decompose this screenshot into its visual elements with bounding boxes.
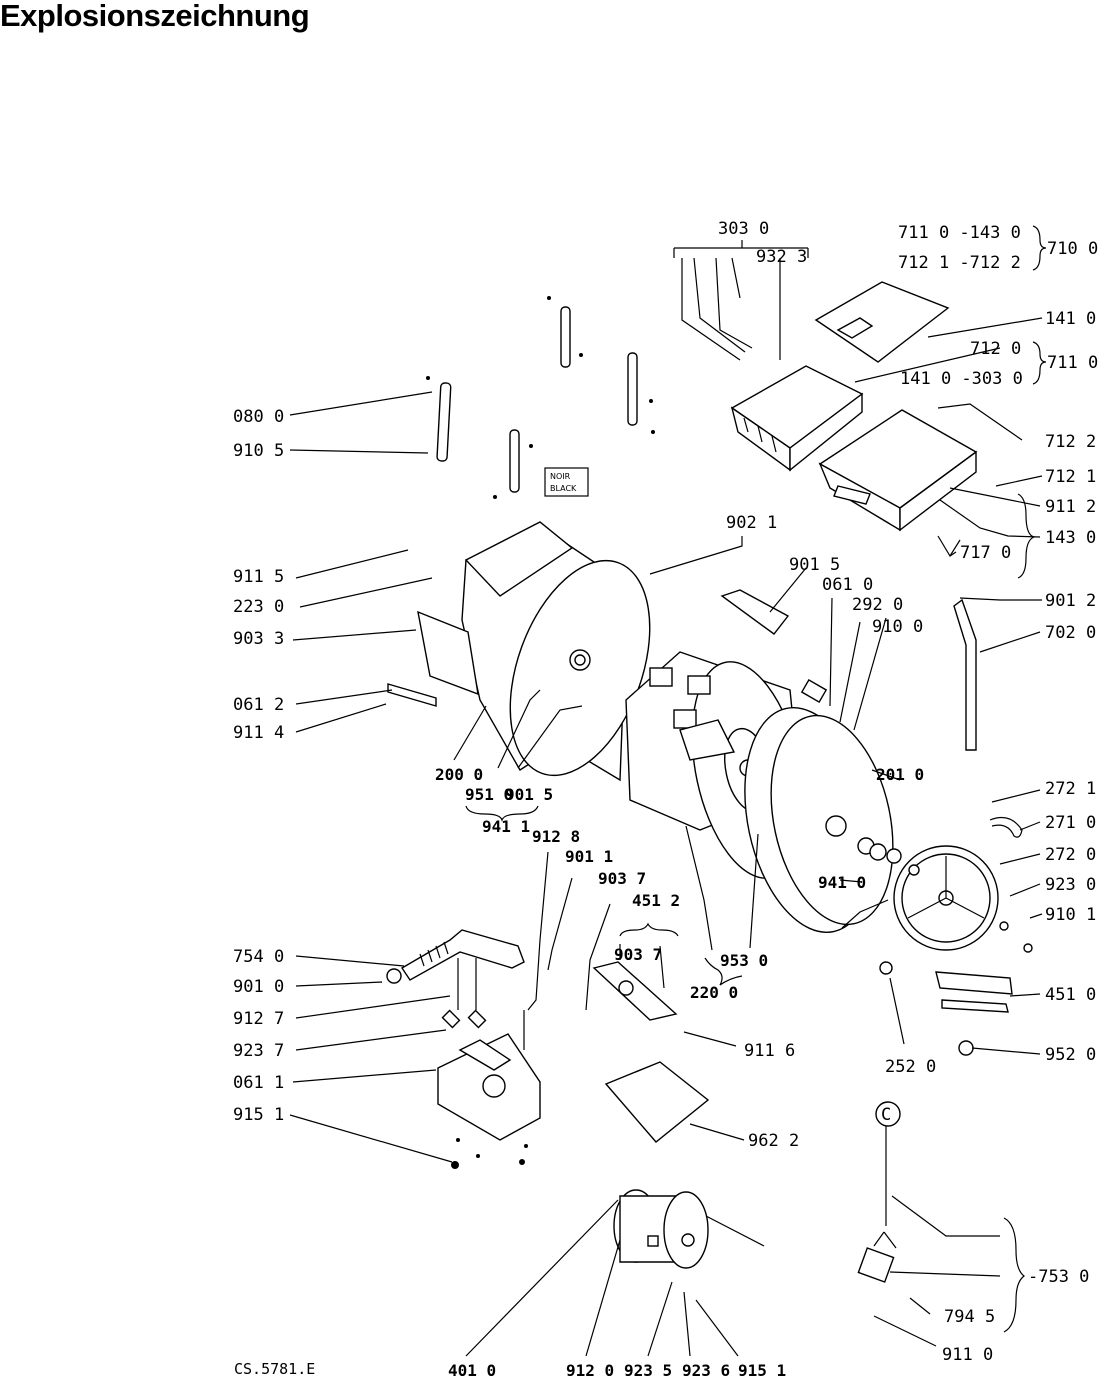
label-9120: 912 0 bbox=[566, 1361, 614, 1380]
page-title: Explosionszeichnung bbox=[0, 0, 310, 33]
label-9012: 901 2 bbox=[1045, 591, 1096, 611]
label-7122: 712 2 bbox=[1045, 432, 1096, 452]
label-0611: 061 1 bbox=[233, 1073, 284, 1093]
label-2720: 272 0 bbox=[1045, 845, 1096, 865]
dispenser-lid bbox=[814, 281, 950, 363]
label-9033: 292 0 bbox=[852, 595, 903, 615]
label-7530: -753 0 bbox=[1028, 1267, 1089, 1287]
label-7120: 712 0 bbox=[970, 339, 1021, 359]
label-0800: 080 0 bbox=[233, 407, 284, 427]
label-4010: 401 0 bbox=[448, 1361, 496, 1380]
outer-tub-front bbox=[744, 678, 902, 933]
brace-9411 bbox=[465, 805, 539, 822]
outer-tub-rear bbox=[387, 521, 651, 782]
label-2010: 201 0 bbox=[876, 765, 924, 784]
leader-lines bbox=[289, 317, 1043, 1357]
label-9410: 941 0 bbox=[818, 873, 866, 892]
drain-channel bbox=[592, 961, 678, 1021]
label-9037-top: 903 7 bbox=[598, 869, 646, 888]
label-9323: 932 3 bbox=[756, 247, 807, 267]
label-1430: 143 0 bbox=[1045, 528, 1096, 548]
level-switch: C bbox=[857, 1101, 901, 1283]
label-2000: 200 0 bbox=[435, 765, 483, 784]
label-9115: 911 5 bbox=[233, 567, 284, 587]
heating-element bbox=[935, 598, 1013, 1013]
label-7945: 794 5 bbox=[944, 1307, 995, 1327]
label-0612: 061 2 bbox=[233, 695, 284, 715]
drive-belt bbox=[989, 817, 1023, 838]
label-4510: 451 0 bbox=[1045, 985, 1096, 1005]
bracket-3030 bbox=[673, 240, 809, 361]
label-2920: 061 0 bbox=[822, 575, 873, 595]
label-9622: 962 2 bbox=[748, 1131, 799, 1151]
label-9411: 941 1 bbox=[482, 817, 530, 836]
color-legend-box: NOIR BLACK bbox=[544, 467, 589, 497]
label-3030: 303 0 bbox=[718, 219, 769, 239]
legend-noir: NOIR bbox=[550, 472, 571, 481]
label-9237: 923 7 bbox=[233, 1041, 284, 1061]
label-9530: 953 0 bbox=[720, 951, 768, 970]
label-7121-7122: 712 1 -712 2 bbox=[898, 253, 1021, 273]
small-parts bbox=[841, 864, 1033, 1056]
label-2200: 220 0 bbox=[690, 983, 738, 1002]
label-4512: 451 2 bbox=[632, 891, 680, 910]
label-1410: 141 0 bbox=[1045, 309, 1096, 329]
label-2721: 272 1 bbox=[1045, 779, 1096, 799]
drain-hose bbox=[386, 929, 525, 984]
label-9110: 911 0 bbox=[942, 1345, 993, 1365]
brace-2200 bbox=[704, 957, 743, 986]
counterweight bbox=[437, 958, 541, 1169]
label-9101: 910 1 bbox=[1045, 905, 1096, 925]
label-9127: 912 7 bbox=[233, 1009, 284, 1029]
label-7540: 754 0 bbox=[233, 947, 284, 967]
label-9520: 952 0 bbox=[1045, 1045, 1096, 1065]
label-9015-left: 223 0 bbox=[233, 597, 284, 617]
label-9116: 911 6 bbox=[744, 1041, 795, 1061]
label-9037: 903 7 bbox=[614, 945, 662, 964]
label-9021: 902 1 bbox=[726, 513, 777, 533]
brace-7100 bbox=[1032, 225, 1047, 271]
label-7110: 711 0 bbox=[1047, 353, 1098, 373]
label-9010: 901 0 bbox=[233, 977, 284, 997]
label-9100: 910 0 bbox=[872, 617, 923, 637]
footer-code: CS.5781.E bbox=[234, 1360, 315, 1378]
shock-absorber bbox=[426, 296, 655, 499]
dispenser-drawer bbox=[730, 365, 864, 472]
label-9236: 923 6 bbox=[682, 1361, 730, 1380]
drive-pulley bbox=[893, 845, 999, 951]
label-9112: 911 2 bbox=[1045, 497, 1096, 517]
label-9114: 911 4 bbox=[233, 723, 284, 743]
label-7020: 702 0 bbox=[1045, 623, 1096, 643]
label-9015: 901 5 bbox=[505, 785, 553, 804]
label-9011: 901 1 bbox=[565, 847, 613, 866]
label-9151-left: 915 1 bbox=[233, 1105, 284, 1125]
label-9105: 910 5 bbox=[233, 441, 284, 461]
lifter bbox=[720, 589, 790, 635]
brace-4512 bbox=[619, 922, 679, 937]
label-9128: 912 8 bbox=[532, 827, 580, 846]
brace-7530 bbox=[1003, 1217, 1025, 1333]
label-9510: 951 0 bbox=[465, 785, 513, 804]
label-9230: 923 0 bbox=[1045, 875, 1096, 895]
label-7100: 710 0 bbox=[1047, 239, 1098, 259]
legend-black: BLACK bbox=[550, 484, 577, 493]
brace-7110 bbox=[1032, 341, 1047, 385]
label-2520: 252 0 bbox=[885, 1057, 936, 1077]
label-1410-3030: 141 0 -303 0 bbox=[900, 369, 1023, 389]
label-9151: 915 1 bbox=[738, 1361, 786, 1380]
motor bbox=[613, 1189, 765, 1269]
label-7121: 712 1 bbox=[1045, 467, 1096, 487]
label-0610: 903 3 bbox=[233, 629, 284, 649]
cover-plate bbox=[604, 1061, 710, 1143]
callout-c: C bbox=[881, 1105, 891, 1125]
dispenser-housing bbox=[818, 409, 978, 532]
label-2230: 901 5 bbox=[789, 555, 840, 575]
label-7170: 717 0 bbox=[960, 543, 1011, 563]
label-9235: 923 5 bbox=[624, 1361, 672, 1380]
label-2710: 271 0 bbox=[1045, 813, 1096, 833]
label-7110-1430: 711 0 -143 0 bbox=[898, 223, 1021, 243]
